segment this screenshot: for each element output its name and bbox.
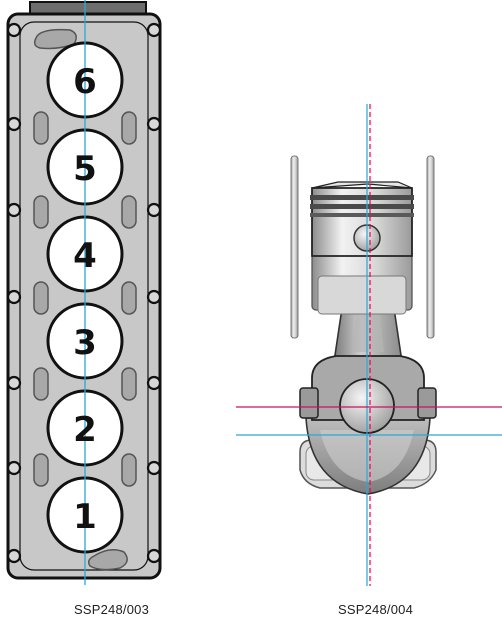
coolant-slot <box>121 111 137 145</box>
big-end-bolt-right <box>417 387 437 419</box>
figure-caption-left: SSP248/003 <box>74 602 150 617</box>
cylinder-bores <box>46 41 124 554</box>
bolt-hole <box>146 22 162 38</box>
bolt-hole <box>146 460 162 476</box>
bolt-hole <box>6 22 22 38</box>
cylinder-wall-right <box>426 155 435 339</box>
coolant-slot <box>121 195 137 229</box>
bolt-hole <box>146 375 162 391</box>
cylinder-number-3: 3 <box>73 323 97 363</box>
figure-caption-right: SSP248/004 <box>338 602 414 617</box>
cylinder-number-2: 2 <box>73 410 97 450</box>
coolant-slot <box>33 195 49 229</box>
bolt-hole <box>6 548 22 564</box>
piston-top <box>311 181 413 189</box>
gasket-bolt-holes-right <box>146 22 162 564</box>
cylinder-wall-left <box>290 155 299 339</box>
coolant-slot <box>121 367 137 401</box>
piston-skirt-lower <box>317 275 407 315</box>
bolt-hole <box>6 202 22 218</box>
bolt-hole <box>6 375 22 391</box>
cylinder-number-4: 4 <box>73 236 97 276</box>
big-end-bolt-left <box>299 387 319 419</box>
piston-ring-3 <box>310 213 414 217</box>
piston-ring-2 <box>310 204 414 209</box>
coolant-slot <box>33 281 49 315</box>
coolant-slot <box>33 367 49 401</box>
gasket-coolant-slots-left <box>33 111 49 487</box>
bolt-hole <box>146 116 162 132</box>
bolt-hole <box>6 460 22 476</box>
bolt-hole <box>6 116 22 132</box>
bolt-hole <box>146 202 162 218</box>
bolt-hole <box>146 548 162 564</box>
gasket-bolt-holes-left <box>6 22 22 564</box>
bolt-hole <box>146 289 162 305</box>
piston-crank-assembly <box>236 104 502 586</box>
coolant-slot <box>33 111 49 145</box>
cylinder-head-gasket: 6 5 4 3 2 1 <box>6 0 162 585</box>
piston-ring-1 <box>310 195 414 200</box>
coolant-slot <box>121 453 137 487</box>
bolt-hole <box>6 289 22 305</box>
cylinder-number-1: 1 <box>73 497 97 537</box>
cylinder-number-5: 5 <box>73 149 97 189</box>
coolant-slot <box>121 281 137 315</box>
gasket-coolant-slots-right <box>121 111 137 487</box>
cylinder-number-6: 6 <box>73 62 97 102</box>
gasket-slot-bottom <box>87 549 128 571</box>
coolant-slot <box>33 453 49 487</box>
